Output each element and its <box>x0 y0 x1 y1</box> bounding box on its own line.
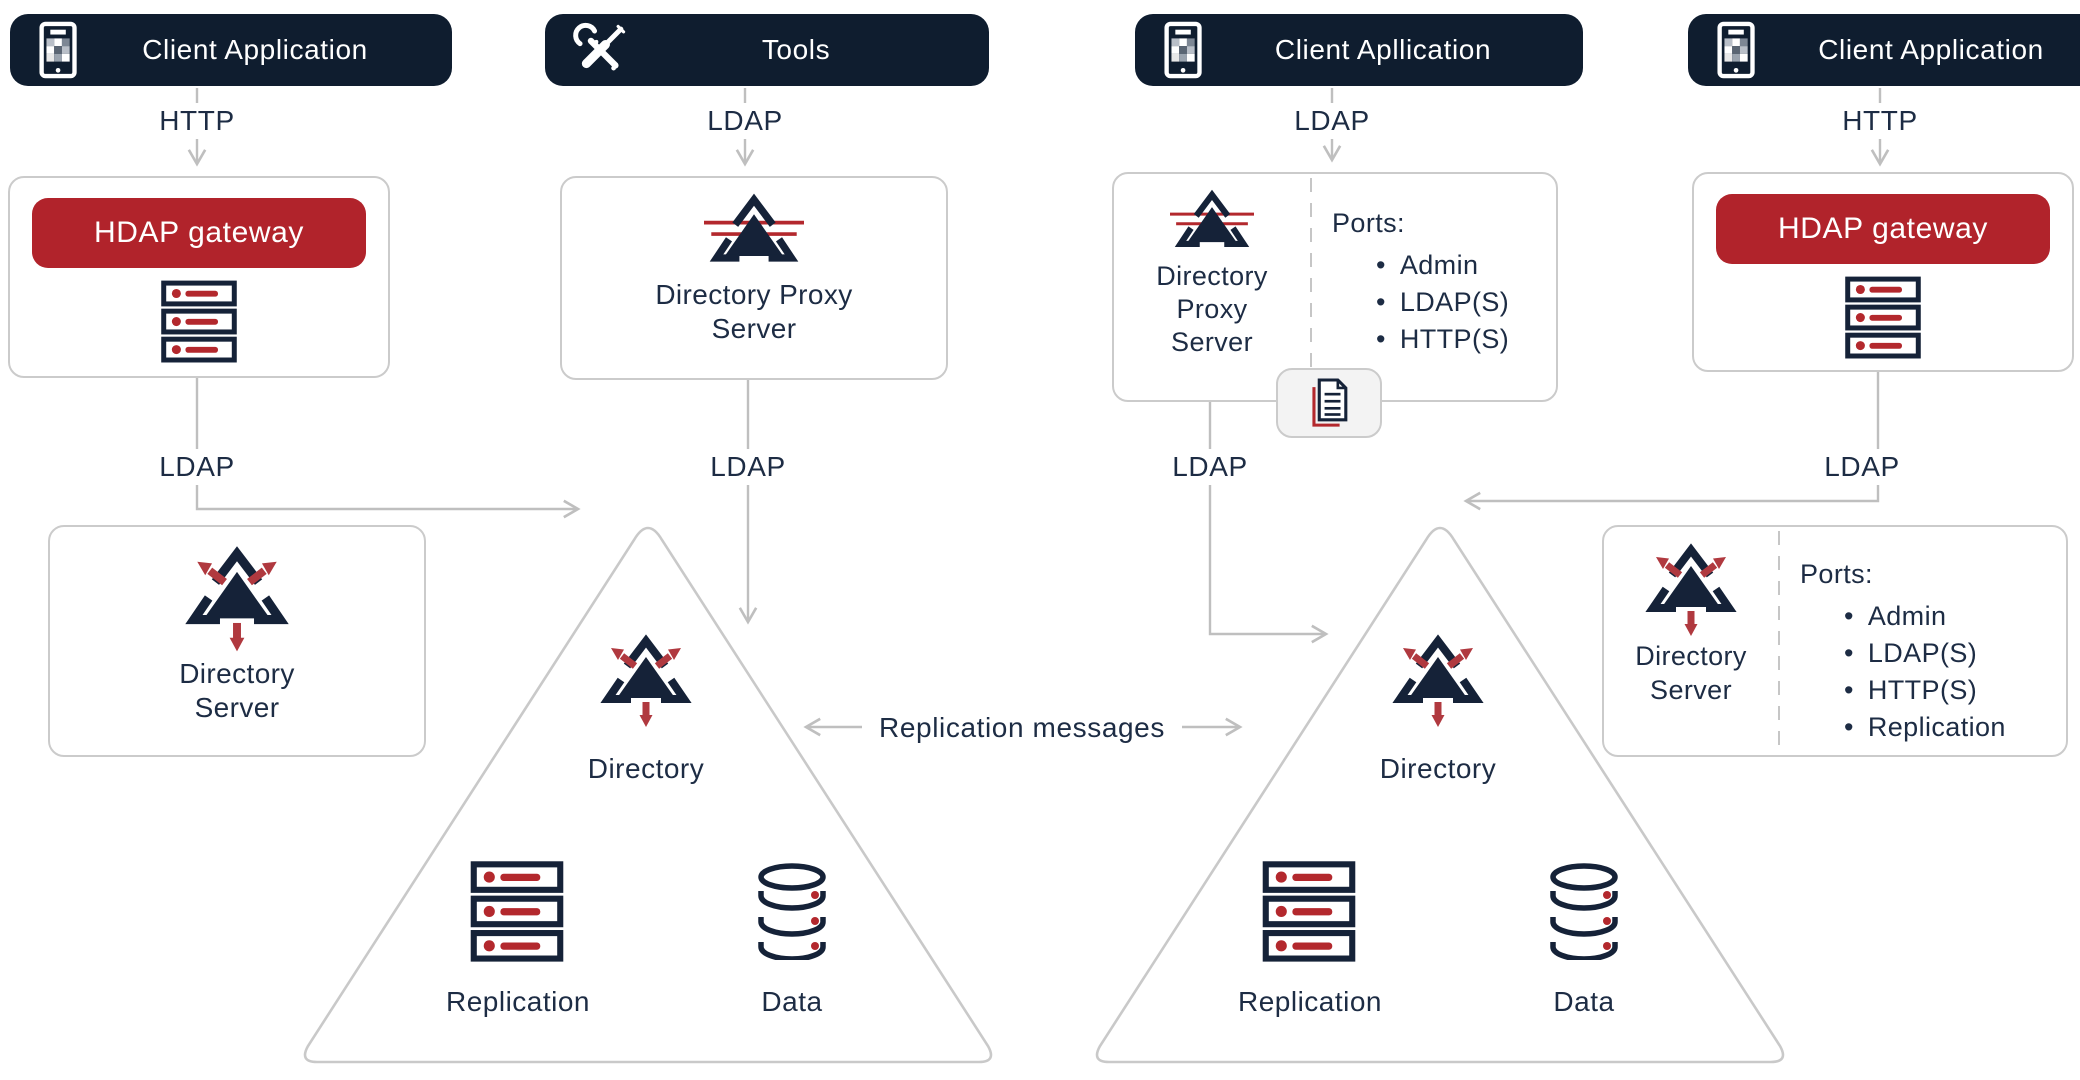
directory-proxy-server-label: Directory Proxy Server <box>655 279 853 344</box>
right-data-label: Data <box>1553 986 1615 1017</box>
replication-servers-icon <box>467 861 567 963</box>
directory-proxy-server-label: Directory Proxy Server <box>1156 261 1268 357</box>
right-replication-label: Replication <box>1237 986 1383 1017</box>
port-item: LDAP(S) <box>1376 284 1546 321</box>
client-application-pill-1: Client Application <box>10 14 452 86</box>
directory-proxy-server-box: Directory Proxy Server <box>560 176 948 380</box>
left-replication-label: Replication <box>445 986 591 1017</box>
tools-icon <box>571 21 629 79</box>
directory-proxy-icon <box>704 192 804 272</box>
right-directory-label: Directory <box>1379 753 1497 784</box>
document-icon <box>1306 376 1352 430</box>
proxy-ports-left-col: Directory Proxy Server <box>1114 174 1310 359</box>
directory-server-icon <box>594 632 698 728</box>
directory-server-icon <box>178 543 296 653</box>
dashed-divider <box>1310 178 1312 396</box>
right-cluster-triangle <box>1095 526 1785 1064</box>
protocol-label-ldap-c4: LDAP <box>1802 449 1922 485</box>
directory-server-ports-box: Directory Server Ports: Admin LDAP(S) HT… <box>1602 525 2068 757</box>
data-database-icon <box>1546 860 1622 960</box>
left-cluster-triangle <box>303 526 993 1064</box>
hdap-gateway-box-left: HDAP gateway <box>8 176 390 378</box>
protocol-label-http-1: HTTP <box>137 103 257 139</box>
schema-document-badge <box>1276 368 1382 438</box>
left-directory-label: Directory <box>587 753 705 784</box>
pill-label: Tools <box>761 34 831 65</box>
client-application-pill-3: Client Application <box>1688 14 2080 86</box>
replication-servers-icon <box>1259 861 1359 963</box>
pill-label: Client Application <box>1818 34 2044 65</box>
server-stack-icon <box>1845 276 1921 360</box>
mobile-app-icon <box>36 21 84 79</box>
ds-ports-left-col: Directory Server <box>1604 527 1778 707</box>
tools-pill: Tools <box>545 14 989 86</box>
server-stack-icon <box>161 280 237 364</box>
ports-title: Ports: <box>1800 559 1873 589</box>
protocol-label-ldap-c3: LDAP <box>1150 449 1270 485</box>
protocol-label-ldap-c2: LDAP <box>688 449 808 485</box>
directory-server-icon <box>1386 632 1490 728</box>
wire-hdapleft-to-cluster <box>195 378 581 519</box>
port-item: Admin <box>1376 247 1546 284</box>
mobile-app-icon <box>1714 21 1762 79</box>
client-application-pill-2: Client Apllication <box>1135 14 1583 86</box>
protocol-label-ldap-c1: LDAP <box>137 449 257 485</box>
ports-title: Ports: <box>1332 208 1405 238</box>
left-data-label: Data <box>761 986 823 1017</box>
pill-label: Client Apllication <box>1274 34 1492 65</box>
data-database-icon <box>754 860 830 960</box>
proxy-ports-list: Ports: Admin LDAP(S) HTTP(S) <box>1332 208 1546 358</box>
port-item: Admin <box>1844 598 2058 635</box>
pill-label: Client Application <box>142 34 368 65</box>
port-item: HTTP(S) <box>1844 672 2058 709</box>
port-item: LDAP(S) <box>1844 635 2058 672</box>
mobile-app-icon <box>1161 21 1209 79</box>
ds-ports-list: Ports: Admin LDAP(S) HTTP(S) Replication <box>1800 559 2058 746</box>
directory-proxy-server-ports-box: Directory Proxy Server Ports: Admin LDAP… <box>1112 172 1558 402</box>
directory-server-label: Directory Server <box>1635 641 1747 705</box>
port-item: HTTP(S) <box>1376 321 1546 358</box>
hdap-gateway-button: HDAP gateway <box>1716 194 2050 264</box>
wire-hdapright-to-cluster <box>1463 372 1880 511</box>
protocol-label-ldap-2: LDAP <box>685 103 805 139</box>
directory-server-label: Directory Server <box>179 658 295 723</box>
dashed-divider <box>1778 531 1780 751</box>
replication-messages-label: Replication messages <box>862 710 1182 746</box>
directory-server-box-left: Directory Server <box>48 525 426 757</box>
protocol-label-ldap-3: LDAP <box>1272 103 1392 139</box>
hdap-gateway-box-right: HDAP gateway <box>1692 172 2074 372</box>
directory-server-icon <box>1639 541 1743 637</box>
protocol-label-http-4: HTTP <box>1820 103 1940 139</box>
hdap-gateway-button: HDAP gateway <box>32 198 366 268</box>
directory-proxy-icon <box>1170 188 1254 256</box>
port-item: Replication <box>1844 709 2058 746</box>
